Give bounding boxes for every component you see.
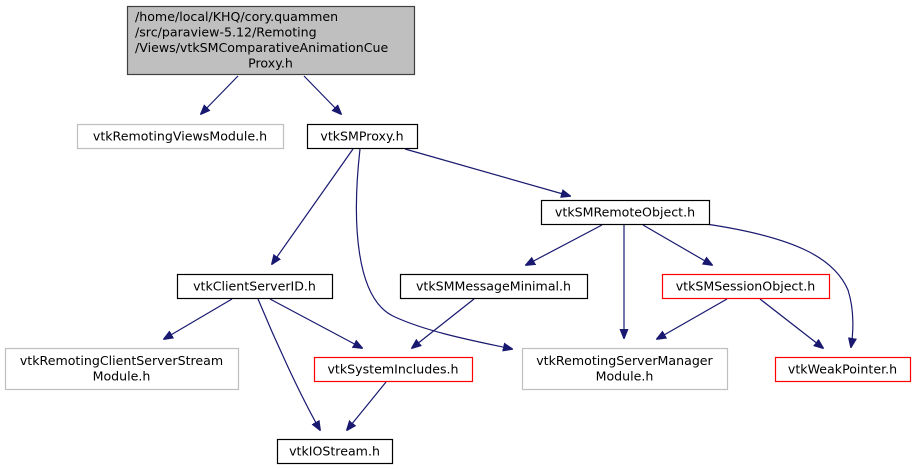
- node-box: [126, 5, 416, 76]
- node-box: [661, 273, 831, 300]
- node-label: /home/local/KHQ/cory.quammen: [135, 9, 338, 24]
- node-label: vtkSMSessionObject.h: [676, 278, 816, 293]
- node-box: [276, 438, 394, 465]
- node-label: Proxy.h: [248, 56, 293, 71]
- node-label: vtkRemotingViewsModule.h: [93, 128, 267, 143]
- edge-smproxy-to-servermanagermodule: [355, 148, 512, 349]
- node-label: Module.h: [596, 369, 654, 384]
- node-box: [306, 123, 419, 150]
- node-label: vtkRemotingClientServerStream: [20, 353, 223, 368]
- node-label: vtkRemotingServerManager: [536, 353, 713, 368]
- node-smproxy[interactable]: vtkSMProxy.h: [306, 123, 419, 150]
- edge-smproxy-to-clientserverid: [272, 148, 354, 264]
- node-root: /home/local/KHQ/cory.quammen/src/paravie…: [126, 5, 416, 76]
- node-label: vtkSMProxy.h: [320, 128, 403, 143]
- edge-remoteobject-to-messageminimal: [526, 224, 603, 265]
- node-box: [313, 356, 474, 383]
- edge-systemincludes-to-iostream: [347, 381, 387, 430]
- node-label: vtkClientServerID.h: [193, 278, 316, 293]
- edge-sessionobject-to-weakpointer: [759, 298, 823, 348]
- edge-clientserverid-to-iostream: [257, 298, 320, 430]
- edge-root-to-viewsmodule: [201, 75, 239, 114]
- node-messageminimal[interactable]: vtkSMMessageMinimal.h: [399, 273, 589, 300]
- node-label: Module.h: [93, 369, 151, 384]
- node-viewsmodule[interactable]: vtkRemotingViewsModule.h: [76, 123, 285, 150]
- edge-remoteobject-to-sessionobject: [642, 224, 712, 265]
- node-box: [176, 273, 334, 300]
- node-iostream[interactable]: vtkIOStream.h: [276, 438, 394, 465]
- edge-smproxy-to-remoteobject: [404, 148, 570, 196]
- node-box: [4, 347, 240, 391]
- node-remoteobject[interactable]: vtkSMRemoteObject.h: [540, 199, 711, 226]
- edge-sessionobject-to-servermanagermodule: [657, 298, 728, 339]
- node-label: vtkIOStream.h: [289, 443, 380, 458]
- edge-remoteobject-to-weakpointer: [705, 223, 853, 347]
- nodes-layer: /home/local/KHQ/cory.quammen/src/paravie…: [4, 5, 912, 465]
- node-box: [774, 356, 912, 383]
- node-systemincludes[interactable]: vtkSystemIncludes.h: [313, 356, 474, 383]
- node-label: /Views/vtkSMComparativeAnimationCue: [135, 40, 388, 55]
- node-clientserverid[interactable]: vtkClientServerID.h: [176, 273, 334, 300]
- node-weakpointer[interactable]: vtkWeakPointer.h: [774, 356, 912, 383]
- edge-clientserverid-to-systemincludes: [269, 298, 362, 348]
- node-label: vtkWeakPointer.h: [788, 361, 897, 376]
- edge-messageminimal-to-systemincludes: [412, 298, 475, 348]
- node-box: [399, 273, 589, 300]
- edge-root-to-smproxy: [303, 75, 341, 114]
- node-box: [76, 123, 285, 150]
- node-box: [540, 199, 711, 226]
- node-label: vtkSystemIncludes.h: [327, 361, 458, 376]
- node-label: vtkSMRemoteObject.h: [555, 204, 695, 219]
- node-sessionobject[interactable]: vtkSMSessionObject.h: [661, 273, 831, 300]
- node-label: vtkSMMessageMinimal.h: [416, 278, 571, 293]
- node-label: /src/paraview-5.12/Remoting: [135, 25, 317, 40]
- edges-layer: [164, 75, 853, 430]
- node-box: [521, 347, 729, 391]
- edge-clientserverid-to-csstreammodule: [164, 298, 233, 339]
